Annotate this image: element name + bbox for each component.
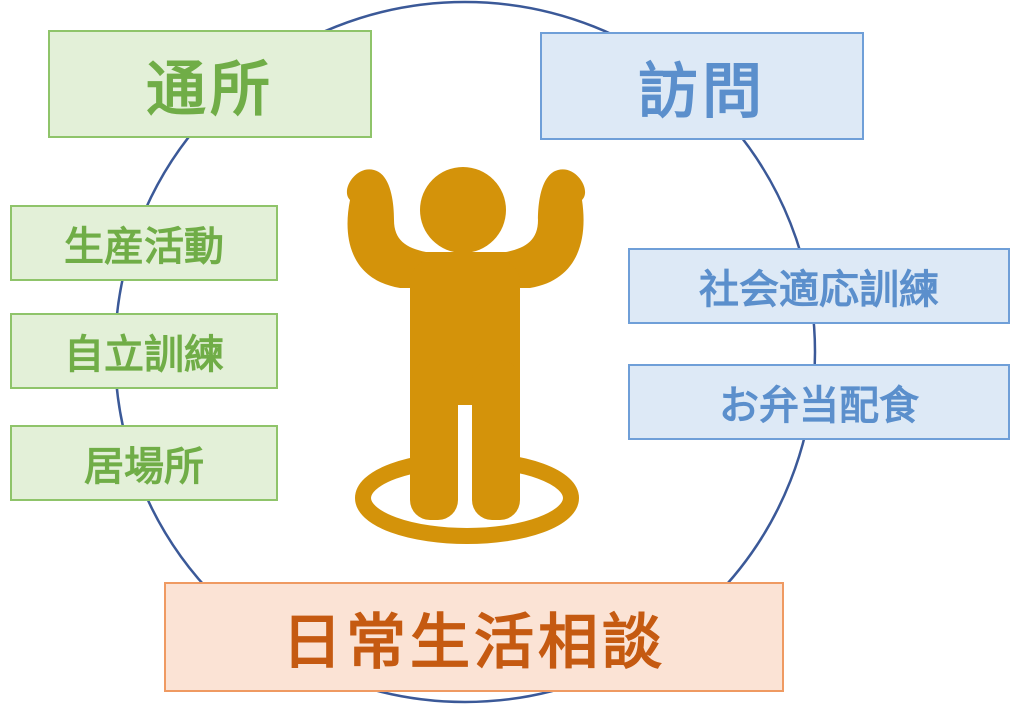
tsusho-box: 通所 — [48, 30, 372, 138]
tsusho-item-label: 自立訓練 — [64, 332, 224, 378]
person-head — [420, 167, 506, 253]
person-arms — [346, 169, 586, 288]
houmon-item-label: 社会適応訓練 — [699, 267, 939, 313]
person-right-leg — [472, 360, 520, 520]
houmon-item-shakai: 社会適応訓練 — [628, 248, 1010, 324]
houmon-item-bento: お弁当配食 — [628, 364, 1010, 440]
tsusho-item-label: 生産活動 — [64, 224, 224, 270]
tsusho-item-ibasho: 居場所 — [10, 425, 278, 501]
houmon-item-label: お弁当配食 — [719, 383, 919, 429]
person-raising-arms-icon — [346, 167, 586, 544]
tsusho-item-label: 居場所 — [84, 444, 204, 490]
houmon-label: 訪問 — [638, 56, 766, 127]
nichijo-box: 日常生活相談 — [164, 582, 784, 692]
tsusho-item-seisan: 生産活動 — [10, 205, 278, 281]
houmon-box: 訪問 — [540, 32, 864, 140]
nichijo-label: 日常生活相談 — [282, 607, 666, 678]
tsusho-item-jiritsu: 自立訓練 — [10, 313, 278, 389]
person-left-leg — [410, 360, 458, 520]
tsusho-label: 通所 — [146, 54, 274, 125]
